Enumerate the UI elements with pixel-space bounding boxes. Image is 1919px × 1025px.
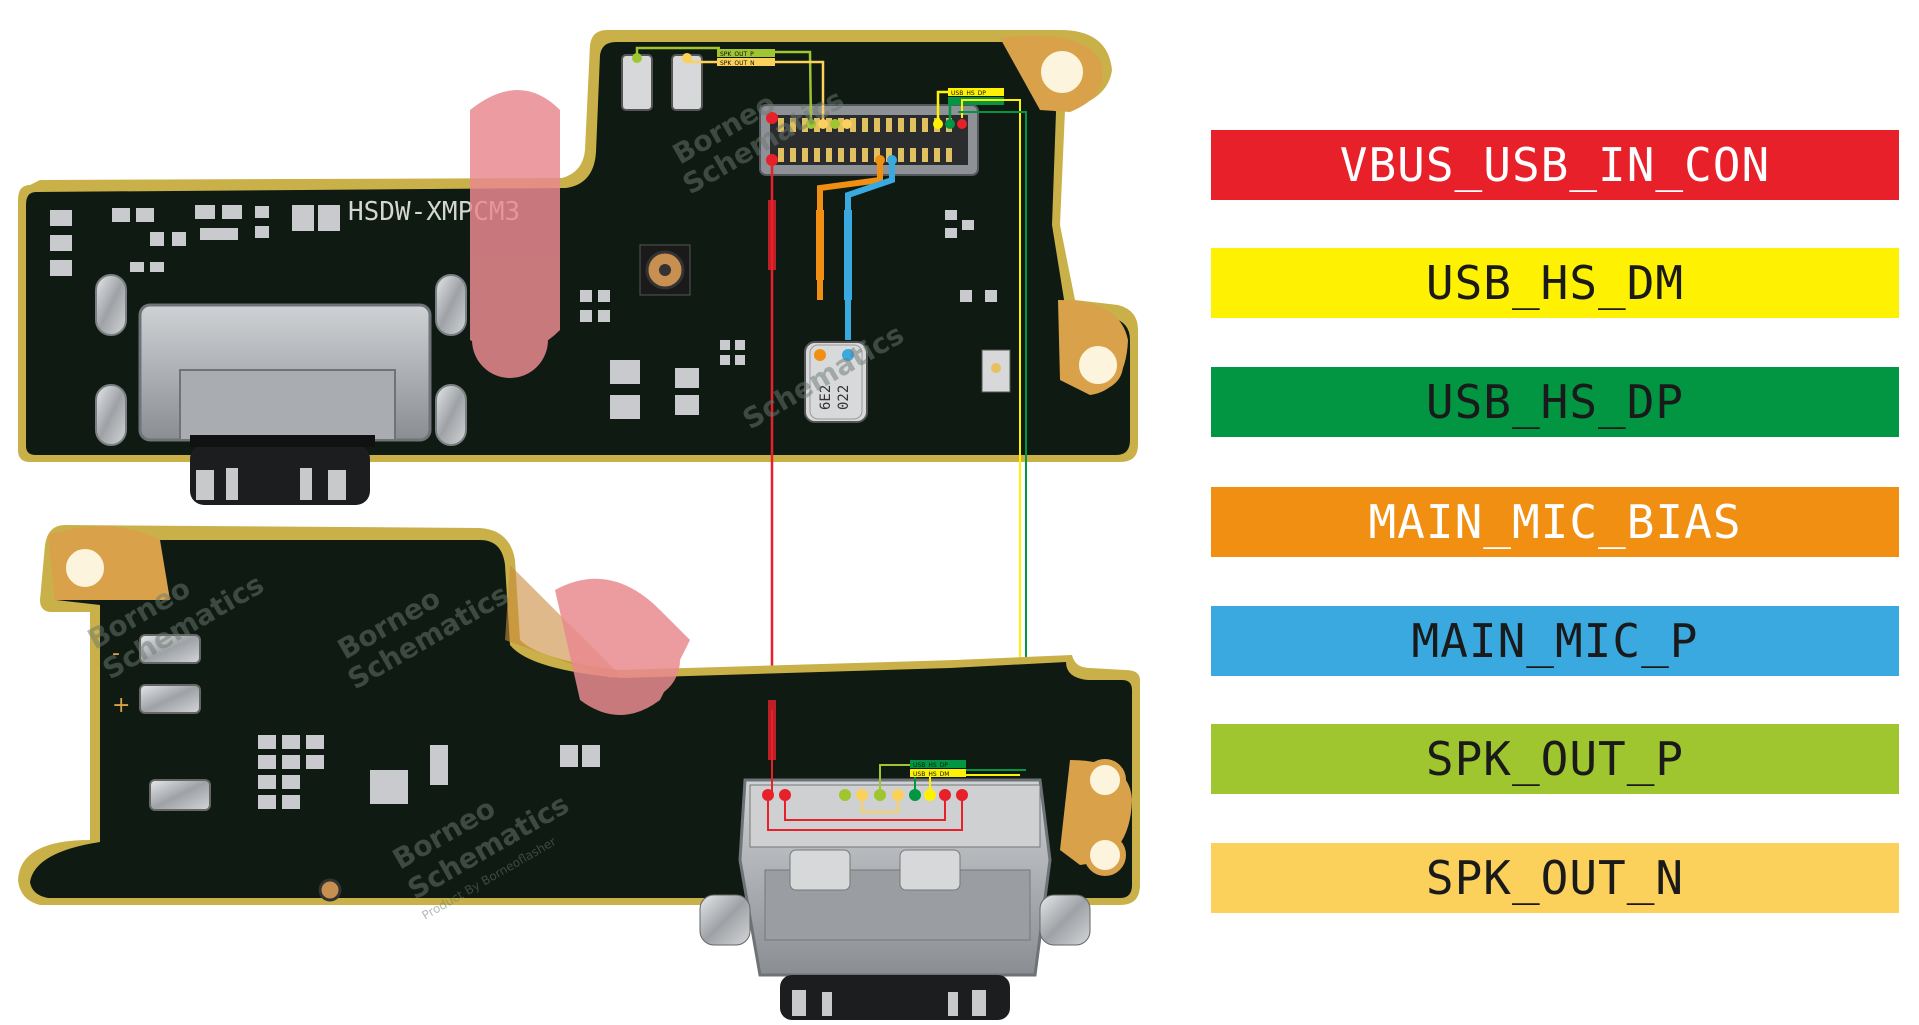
mount-hole-bottom-left — [60, 543, 110, 593]
legend-label: USB_HS_DM — [1425, 256, 1685, 310]
legend-item-usb-hs-dm: USB_HS_DM — [1211, 248, 1899, 318]
watermark-bottom — [555, 578, 690, 715]
polarity-minus: - — [112, 641, 120, 666]
legend-label: VBUS_USB_IN_CON — [1339, 138, 1771, 192]
tag-spk-p: SPK_OUT_P — [720, 51, 754, 58]
usb-c-connector-bottom — [699, 778, 1091, 1020]
mount-hole-top-right — [1035, 45, 1089, 99]
legend-item-spk-out-n: SPK_OUT_N — [1211, 843, 1899, 913]
mount-hole-bottom-right — [1084, 759, 1126, 801]
top-board: HSDW-XMPCM3 — [18, 30, 1138, 772]
main-mic — [804, 341, 868, 423]
legend-item-main-mic-p: MAIN_MIC_P — [1211, 606, 1899, 676]
pcb-photo: HSDW-XMPCM3 — [18, 30, 1140, 1020]
legend-label: SPK_OUT_N — [1425, 851, 1685, 905]
legend-label: MAIN_MIC_P — [1411, 614, 1699, 668]
legend-item-vbus-usb-in-con: VBUS_USB_IN_CON — [1211, 130, 1899, 200]
legend-label: MAIN_MIC_BIAS — [1368, 495, 1742, 549]
watermark-top — [470, 90, 560, 378]
legend-label: SPK_OUT_P — [1425, 732, 1685, 786]
mic-marking-1: 6E2 — [818, 385, 834, 410]
tag-spk-n: SPK_OUT_N — [720, 60, 755, 67]
tag-bottom-dp: USB_HS_DP — [913, 762, 948, 769]
legend-label: USB_HS_DP — [1425, 375, 1685, 429]
polarity-plus: + — [112, 693, 130, 718]
mic-marking-2: 022 — [836, 385, 852, 410]
legend-item-main-mic-bias: MAIN_MIC_BIAS — [1211, 487, 1899, 557]
tag-usb-hs: USB_HS_DP — [951, 90, 986, 97]
legend-item-spk-out-p: SPK_OUT_P — [1211, 724, 1899, 794]
legend-item-usb-hs-dp: USB_HS_DP — [1211, 367, 1899, 437]
mount-hole-top-right-lower — [1073, 340, 1123, 390]
tag-bottom-dm: USB_HS_DM — [913, 771, 949, 778]
bottom-board: - + — [18, 525, 1140, 1020]
